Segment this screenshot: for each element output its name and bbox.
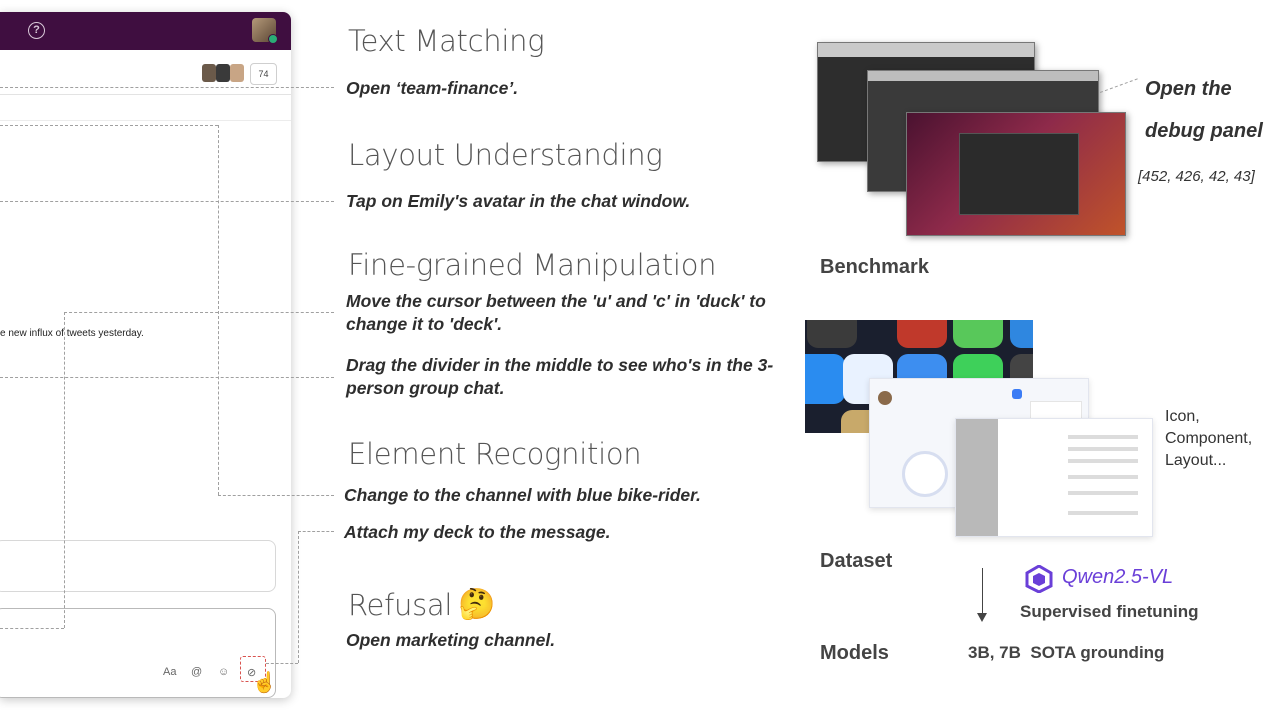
sidebar-block xyxy=(956,419,998,536)
member-avatar-icon xyxy=(230,64,244,82)
connector-line xyxy=(64,312,334,313)
dataset-label: Dataset xyxy=(820,550,893,572)
button-icon xyxy=(1012,389,1022,399)
benchmark-annotation: debug panel xyxy=(1145,120,1263,142)
model-result: 3B, 7B SOTA grounding xyxy=(968,643,1165,662)
benchmark-label: Benchmark xyxy=(820,256,929,278)
training-method: Supervised finetuning xyxy=(1020,602,1199,621)
connector-line xyxy=(218,495,334,496)
arrow-line xyxy=(982,568,983,618)
avatar-icon xyxy=(878,391,892,405)
benchmark-annotation: Open the xyxy=(1145,78,1232,100)
attach-highlight-box[interactable] xyxy=(240,656,266,682)
connector-line xyxy=(0,201,334,202)
category-title: Refusal xyxy=(348,588,453,622)
category-title: Layout Understanding xyxy=(348,138,663,172)
message-composer[interactable] xyxy=(0,608,276,698)
format-icon[interactable]: Aa xyxy=(163,666,177,678)
app-icon xyxy=(953,320,1003,348)
clock-widget xyxy=(902,451,948,497)
mention-icon[interactable]: @ xyxy=(191,666,203,678)
connector-line xyxy=(298,531,299,663)
instruction-text: Open ‘team-finance’. xyxy=(346,78,519,98)
content-line xyxy=(1068,459,1138,463)
attach-icon[interactable]: ⊘ xyxy=(247,667,257,679)
connector-line xyxy=(298,531,334,532)
emoji-icon[interactable]: ☺ xyxy=(218,666,230,678)
connector-line xyxy=(218,125,219,495)
connector-line xyxy=(0,87,334,88)
online-status-icon xyxy=(268,34,278,44)
models-label: Models xyxy=(820,642,889,664)
content-line xyxy=(1068,511,1138,515)
benchmark-screenshot xyxy=(906,112,1126,236)
instruction-text: Drag the divider in the middle to see wh… xyxy=(346,355,774,398)
category-title: Text Matching xyxy=(348,24,545,58)
model-name: Qwen2.5-VL xyxy=(1062,566,1174,588)
dataset-types-label: Icon, Component, Layout... xyxy=(1165,406,1252,472)
thinking-face-icon: 🤔 xyxy=(458,588,496,621)
help-icon[interactable]: ? xyxy=(28,22,45,39)
divider xyxy=(0,120,291,121)
app-icon xyxy=(897,320,947,348)
app-icon xyxy=(1010,320,1033,348)
connector-line xyxy=(0,628,64,629)
app-top-bar xyxy=(0,12,291,50)
debug-panel-window xyxy=(959,133,1079,215)
arrow-down-icon xyxy=(977,613,987,622)
member-avatar-icon xyxy=(202,64,216,82)
connector-line xyxy=(266,663,298,664)
qwen-logo-icon xyxy=(1025,564,1053,594)
chat-app-window: ? 74 e new influx of tweets yesterday. A… xyxy=(0,12,291,698)
channel-header xyxy=(0,50,291,95)
layout-screenshot xyxy=(955,418,1153,537)
pointer-hand-icon: ☝ xyxy=(252,672,277,694)
content-line xyxy=(1068,447,1138,451)
instruction-text: Attach my deck to the message. xyxy=(344,522,611,542)
connector-line xyxy=(64,312,65,628)
dataset-type: Layout... xyxy=(1165,452,1227,469)
instruction-text: Tap on Emily's avatar in the chat window… xyxy=(346,191,691,211)
content-line xyxy=(1068,491,1138,495)
instruction-text: Open marketing channel. xyxy=(346,630,556,650)
dataset-type: Component, xyxy=(1165,430,1253,447)
instruction-text: Change to the channel with blue bike-rid… xyxy=(344,485,701,505)
app-icon xyxy=(807,320,857,348)
category-title: Fine-grained Manipulation xyxy=(348,248,717,282)
category-title: Element Recognition xyxy=(348,437,642,471)
message-box xyxy=(0,540,276,592)
content-line xyxy=(1068,475,1138,479)
content-line xyxy=(1068,435,1138,439)
dataset-type: Icon, xyxy=(1165,408,1200,425)
connector-line xyxy=(0,125,218,126)
member-count-badge[interactable]: 74 xyxy=(250,63,277,85)
bbox-coordinates: [452, 426, 42, 43] xyxy=(1138,168,1255,185)
member-avatar-icon xyxy=(216,64,230,82)
connector-line xyxy=(0,377,334,378)
connector-line xyxy=(1099,78,1138,93)
instruction-text: Move the cursor between the 'u' and 'c' … xyxy=(346,291,766,334)
app-store-icon xyxy=(805,354,845,404)
message-text: e new influx of tweets yesterday. xyxy=(0,328,144,339)
